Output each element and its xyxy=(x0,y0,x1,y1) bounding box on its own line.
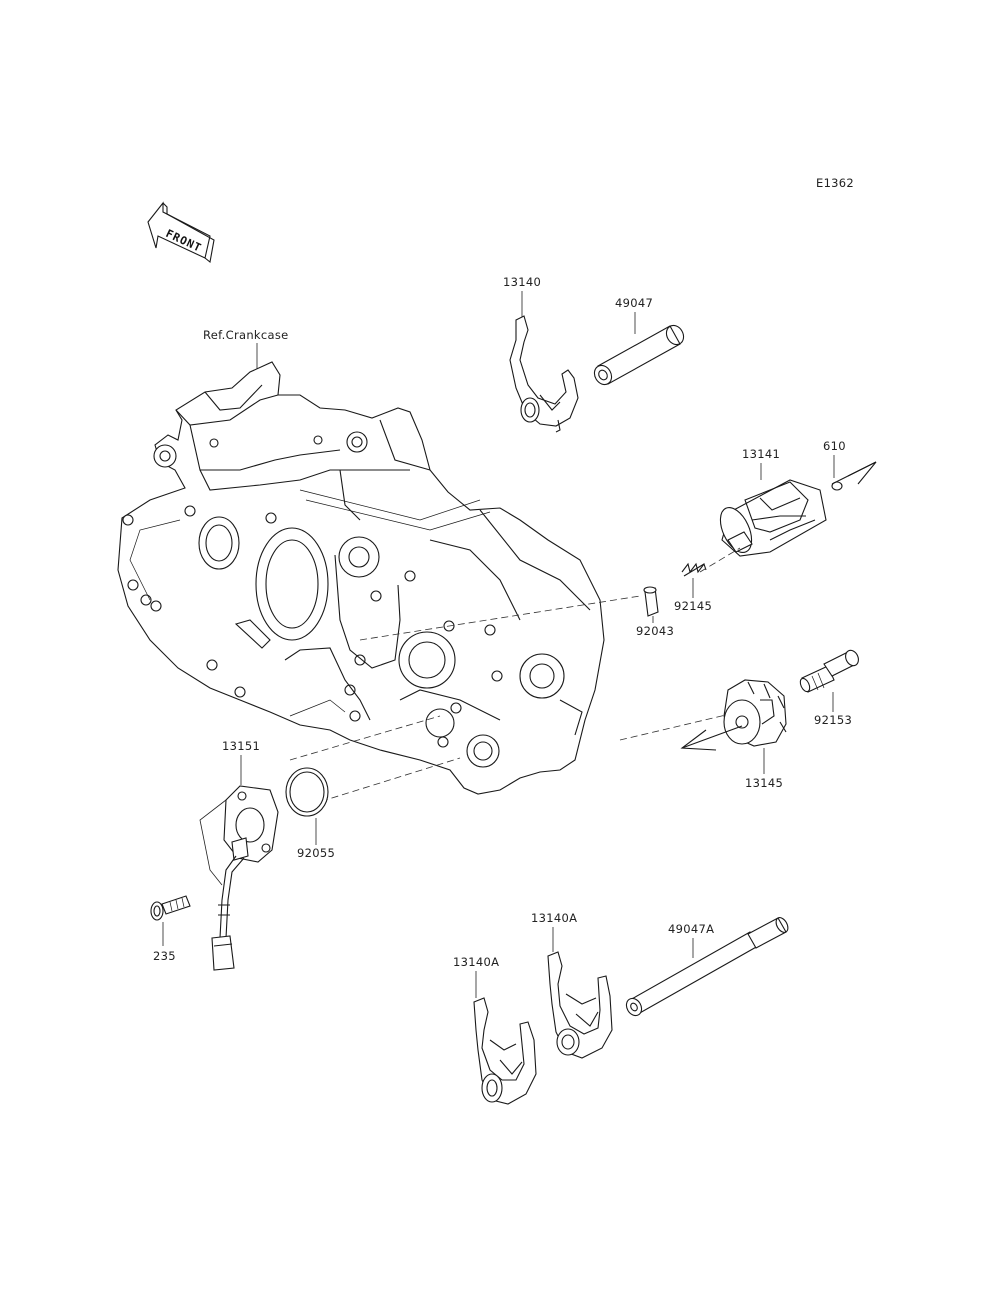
shift-cam-13145 xyxy=(723,679,787,747)
shift-rod-49047A xyxy=(625,917,789,1017)
shift-fork-13140A-left xyxy=(473,997,537,1105)
label-235: 235 xyxy=(153,949,176,963)
shift-rod-49047 xyxy=(593,324,685,386)
label-49047: 49047 xyxy=(615,296,653,310)
label-49047A: 49047A xyxy=(668,922,714,936)
label-13140: 13140 xyxy=(503,275,541,289)
label-13140A-right: 13140A xyxy=(531,911,577,925)
label-92043: 92043 xyxy=(636,624,674,638)
spring-92145 xyxy=(681,562,707,577)
crankcase-drawing xyxy=(117,361,605,795)
diagram-code: E1362 xyxy=(816,176,854,190)
label-610: 610 xyxy=(823,439,846,453)
shift-fork-13140A-right xyxy=(547,951,613,1059)
label-13141: 13141 xyxy=(742,447,780,461)
ref-crankcase-label: Ref.Crankcase xyxy=(203,328,289,342)
neutral-switch-13151 xyxy=(211,785,279,971)
shift-drum-13141 xyxy=(719,479,843,557)
label-92153: 92153 xyxy=(814,713,852,727)
pin-92043 xyxy=(643,586,659,617)
label-13140A-left: 13140A xyxy=(453,955,499,969)
label-92145: 92145 xyxy=(674,599,712,613)
shift-fork-13140 xyxy=(509,315,579,433)
label-92055: 92055 xyxy=(297,846,335,860)
label-13151: 13151 xyxy=(222,739,260,753)
label-13145: 13145 xyxy=(745,776,783,790)
bolt-92153 xyxy=(799,649,859,693)
bolt-235 xyxy=(150,895,191,921)
front-arrow-icon: FRONT xyxy=(147,201,215,264)
o-ring-92055 xyxy=(285,767,329,817)
